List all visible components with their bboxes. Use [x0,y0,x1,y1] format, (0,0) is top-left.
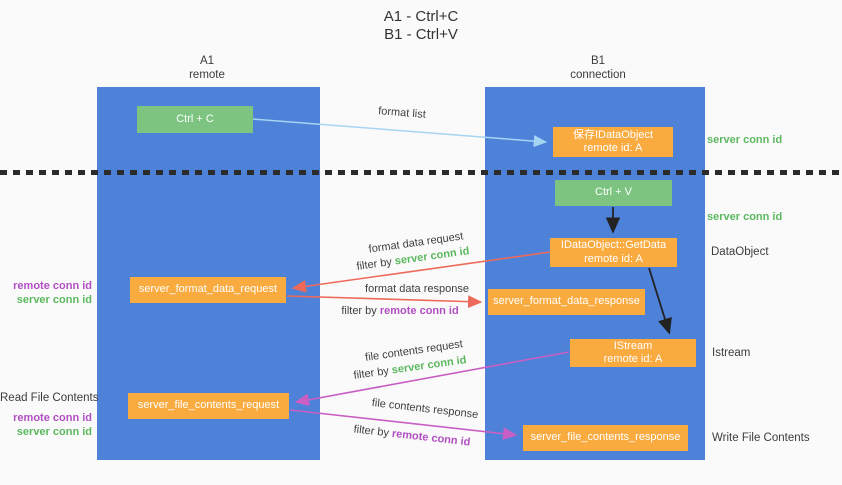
node-save-idataobject-line2: remote id: A [583,142,643,154]
lifeline-header-a1: A1 remote [137,55,277,82]
label-filter-by-remote-conn-id-1: filter by remote conn id [341,305,458,317]
label-write-file-contents: Write File Contents [712,432,810,444]
node-istream-line1: IStream [613,339,653,352]
node-server-format-data-response: server_format_data_response [488,289,645,315]
remote-conn-id-text: remote conn id [391,427,471,449]
lifeline-b1-name: B1 [590,55,606,67]
label-server-conn-id-mid: server conn id [707,211,783,223]
lifeline-a1-name: A1 [199,55,215,67]
node-ctrl-v: Ctrl + V [555,180,672,206]
lifeline-b1-role: connection [570,68,626,81]
node-server-file-contents-response-label: server_file_contents_response [530,431,681,444]
conn-id-stack-file: remote conn id server conn id [2,411,92,439]
filter-by-text: filter by [353,423,390,440]
label-server-conn-id-2: server conn id [16,426,92,438]
node-ctrl-c-label: Ctrl + C [176,112,214,125]
node-server-format-data-response-label: server_format_data_response [493,295,640,308]
lifeline-a1-role: remote [189,68,225,81]
node-idataobject-getdata: IDataObject::GetData remote id: A [550,238,677,267]
filter-by-text: filter by [352,365,390,382]
node-getdata-line2: remote id: A [584,252,643,265]
label-read-file-contents: Read File Contents [0,392,99,404]
label-istream: Istream [712,347,751,359]
node-server-file-contents-request: server_file_contents_request [128,393,289,419]
node-save-idataobject-line1: 保存IDataObject [572,128,654,141]
label-remote-conn-id-2: remote conn id [13,412,92,424]
label-server-conn-id-top: server conn id [707,134,783,146]
node-istream: IStream remote id: A [570,339,696,367]
label-format-list: format list [377,105,427,121]
label-filter-by-remote-conn-id-2: filter by remote conn id [353,423,471,448]
label-remote-conn-id-1: remote conn id [13,280,92,292]
diagram-title: A1 - Ctrl+C B1 - Ctrl+V [0,8,842,44]
filter-by-text: filter by [355,256,393,273]
session-divider-dotted-line [0,170,842,175]
node-save-idataobject: 保存IDataObject remote id: A [553,127,673,157]
node-server-file-contents-response: server_file_contents_response [523,425,688,451]
title-line-2: B1 - Ctrl+V [384,26,458,43]
node-server-file-contents-request-label: server_file_contents_request [137,399,280,412]
conn-id-stack-format: remote conn id server conn id [2,279,92,307]
label-server-conn-id-1: server conn id [16,294,92,306]
node-ctrl-v-label: Ctrl + V [595,186,632,199]
label-file-contents-response: file contents response [371,396,479,422]
label-format-data-response: format data response [365,283,469,295]
remote-conn-id-text: remote conn id [379,305,459,317]
label-dataobject: DataObject [711,246,769,258]
filter-by-text: filter by [341,305,377,317]
node-ctrl-c: Ctrl + C [137,106,253,133]
title-line-1: A1 - Ctrl+C [383,8,459,25]
node-getdata-line1: IDataObject::GetData [560,239,667,251]
node-server-format-data-request-label: server_format_data_request [138,283,278,296]
node-istream-line2: remote id: A [603,353,663,365]
node-server-format-data-request: server_format_data_request [130,277,286,303]
lifeline-header-b1: B1 connection [528,55,668,82]
